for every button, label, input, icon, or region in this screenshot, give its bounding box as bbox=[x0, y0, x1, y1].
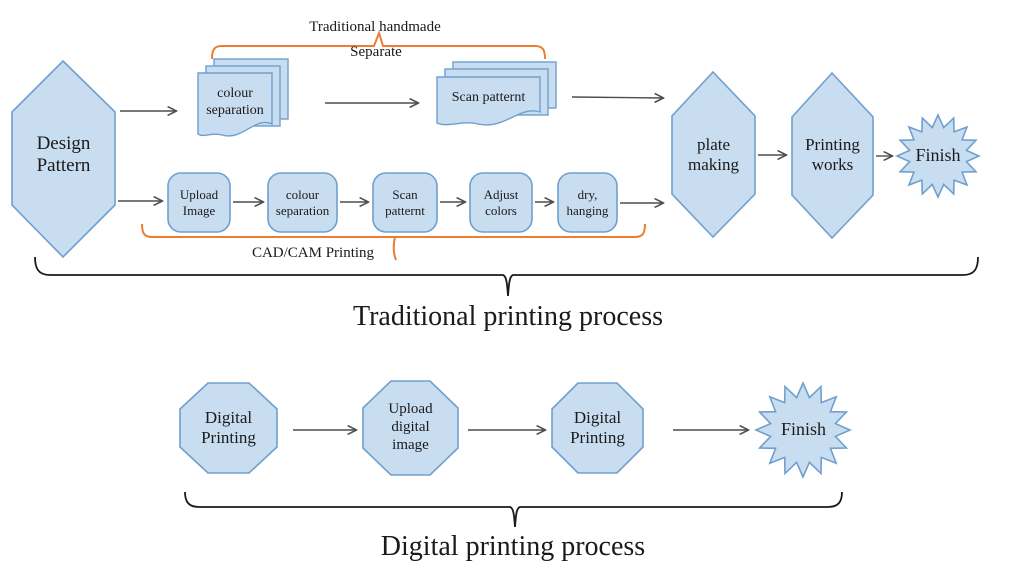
design-pattern-shape bbox=[11, 59, 116, 259]
arrow-scan-to-plate bbox=[571, 97, 663, 98]
adjust-colors-label: Adjust colors bbox=[483, 187, 519, 218]
digital-printing-1-shape bbox=[179, 382, 278, 474]
printing-works-shape bbox=[791, 71, 874, 240]
digital-printing-1-label: Digital Printing bbox=[201, 407, 256, 447]
cad-cam-printing-label: CAD/CAM Printing bbox=[251, 245, 375, 262]
upload-image-label: Upload Image bbox=[179, 187, 219, 218]
printing-works-label: Printing works bbox=[805, 134, 860, 174]
scan-pattern-box-shape bbox=[372, 172, 438, 233]
upload-image-shape bbox=[167, 172, 231, 233]
doc-page-front-icon bbox=[197, 72, 273, 137]
traditional-process-brace bbox=[34, 256, 979, 297]
finish-bottom-label: Finish bbox=[780, 419, 827, 440]
adjust-colors-shape bbox=[469, 172, 533, 233]
plate-making-label: plate making bbox=[688, 134, 739, 174]
digital-printing-2-label: Digital Printing bbox=[570, 407, 625, 447]
digital-printing-2-shape bbox=[551, 382, 644, 474]
traditional-handmade-bracket bbox=[211, 29, 546, 60]
design-pattern-label: Design Pattern bbox=[36, 132, 91, 176]
separate-label: Separate bbox=[350, 44, 402, 61]
scan-pattern-doc-stack bbox=[436, 61, 557, 126]
finish-top-label: Finish bbox=[915, 145, 961, 166]
traditional-handmade-label: Traditional handmade bbox=[309, 19, 441, 36]
dry-hanging-label: dry, hanging bbox=[566, 187, 609, 218]
colour-separation-doc-stack bbox=[197, 58, 289, 137]
digital-process-title: Digital printing process bbox=[380, 531, 646, 563]
colour-separation-docs-label: colour separation bbox=[206, 86, 264, 118]
scan-pattern-docs-label: Scan patternt bbox=[451, 89, 526, 105]
traditional-process-title: Traditional printing process bbox=[352, 301, 664, 333]
scan-pattern-box-label: Scan patternt bbox=[385, 187, 425, 218]
colour-separation-box-shape bbox=[267, 172, 338, 233]
digital-process-brace bbox=[184, 491, 843, 528]
upload-digital-image-label: Upload digital image bbox=[388, 401, 433, 453]
finish-bottom-starburst bbox=[754, 381, 852, 479]
dry-hanging-shape bbox=[557, 172, 618, 233]
doc-page-front-icon bbox=[436, 76, 541, 126]
plate-making-shape bbox=[671, 70, 756, 239]
finish-top-starburst bbox=[895, 113, 981, 199]
colour-separation-box-label: colour separation bbox=[275, 187, 330, 218]
upload-digital-image-shape bbox=[362, 380, 459, 476]
cad-cam-bracket bbox=[141, 223, 646, 261]
